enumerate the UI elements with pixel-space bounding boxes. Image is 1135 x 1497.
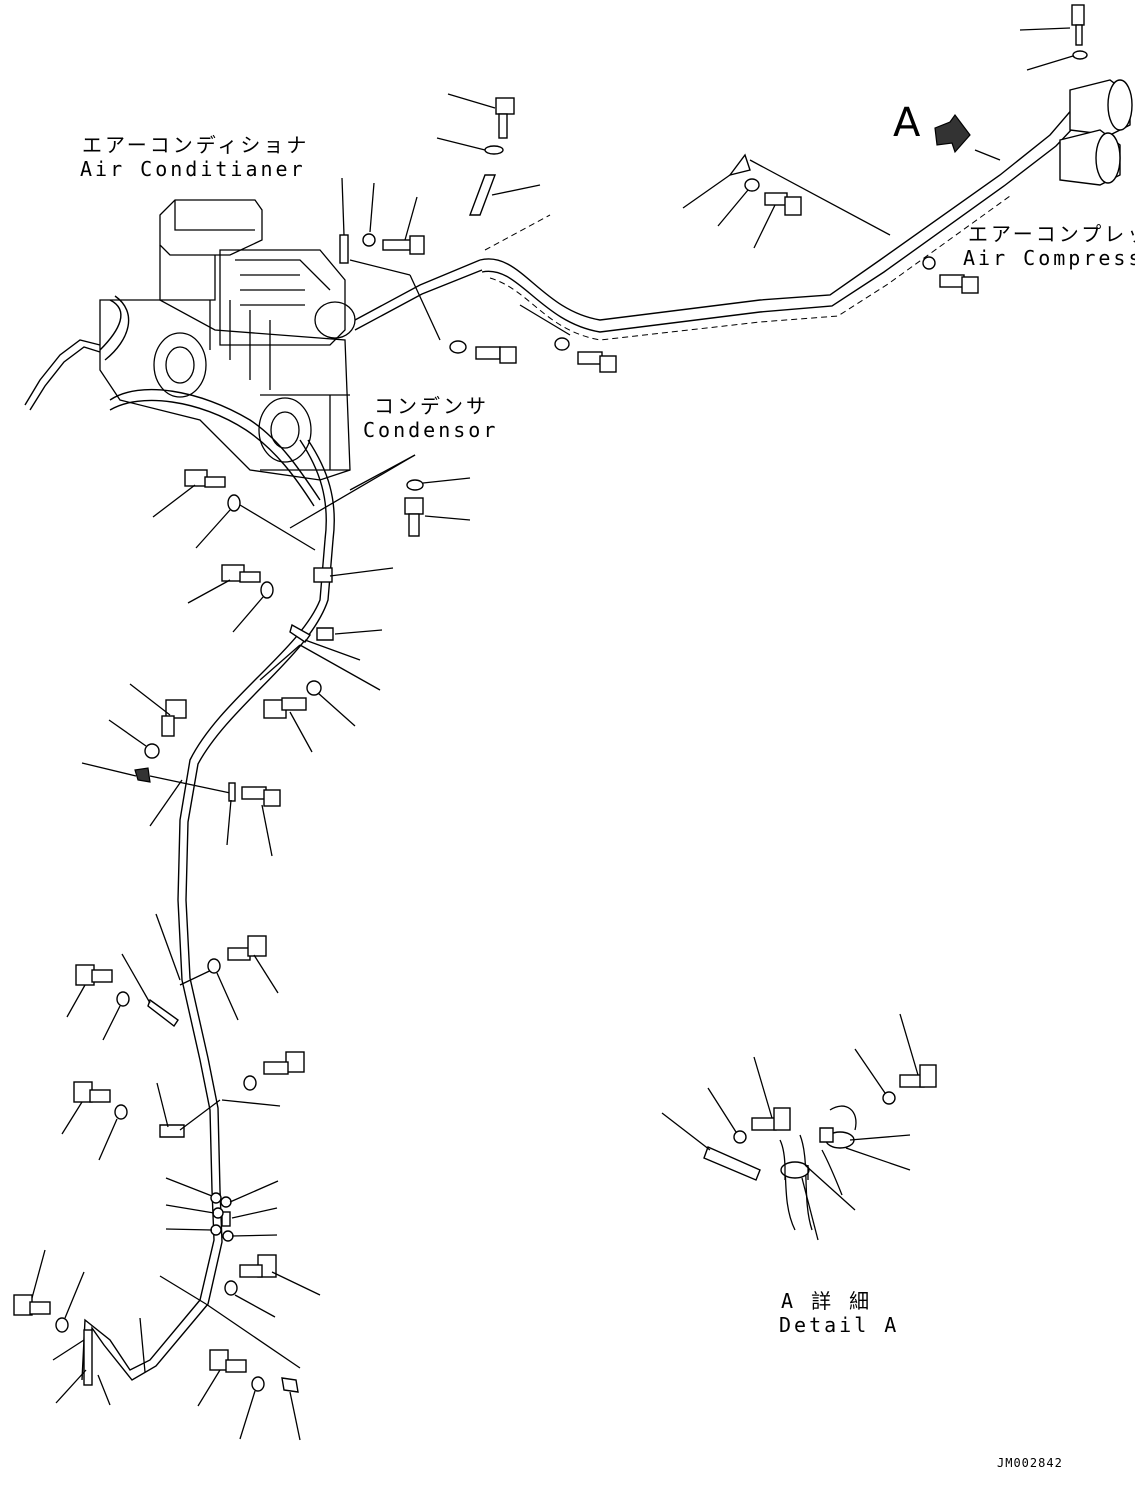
upper-hoses (349, 99, 1091, 341)
condensor-fasteners (152, 454, 471, 551)
condensor-label-en: Condensor (363, 418, 499, 442)
air-compressor-label-jp: エアーコンプレッサ (968, 222, 1135, 246)
detail-a-label-en: Detail A (779, 1313, 900, 1337)
view-marker-a: A (893, 100, 921, 146)
air-conditioner-label-en: Air Conditianer (80, 157, 306, 181)
main-hose-run (81, 539, 394, 1386)
upper-fasteners (339, 93, 979, 373)
condensor-label-jp: コンデンサ (374, 394, 489, 418)
air-conditioner-label-jp: エアーコンディショナ (82, 133, 310, 157)
lower-fasteners (13, 683, 321, 1441)
air-compressor-label-en: Air Compressor (963, 246, 1135, 270)
detail-a-label-jp: A 詳 細 (781, 1289, 873, 1313)
air-compressor (934, 4, 1133, 186)
detail-a-drawing (661, 1013, 937, 1241)
drawing-code: JM002842 (997, 1456, 1063, 1470)
air-conditioner-unit (24, 199, 356, 541)
